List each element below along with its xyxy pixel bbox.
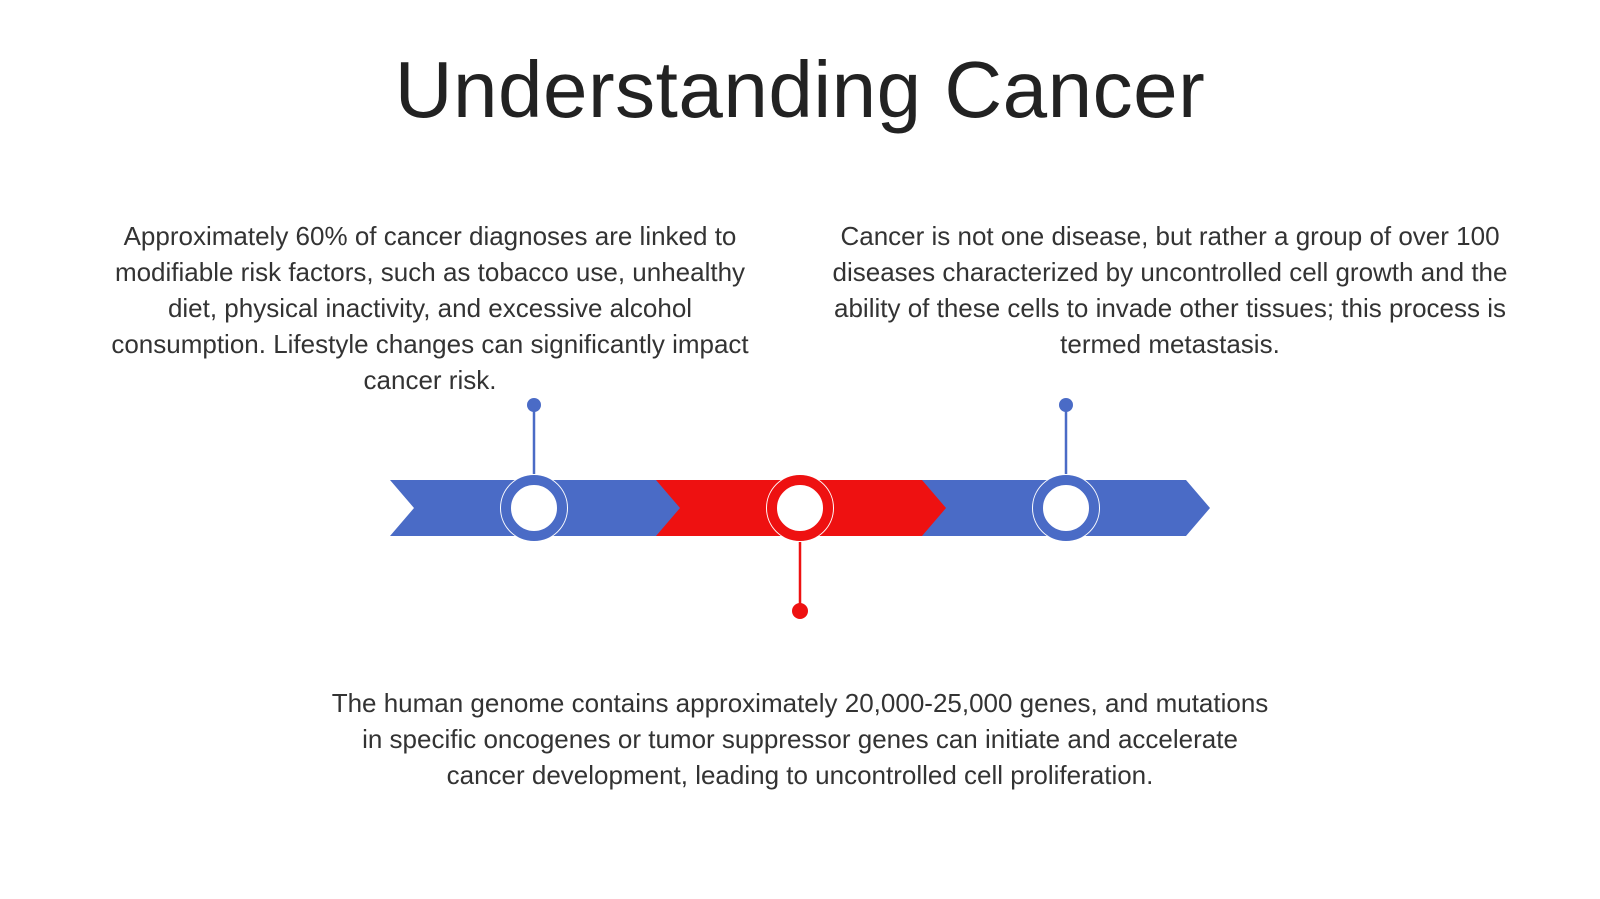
page-title: Understanding Cancer	[394, 45, 1206, 134]
text-block-definition: Cancer is not one disease, but rather a …	[832, 221, 1508, 359]
text-block-genome: The human genome contains approximately …	[331, 688, 1269, 790]
milestone-3-ring	[1033, 475, 1099, 541]
milestone-1	[500, 398, 568, 542]
milestone-1-dot	[527, 398, 541, 412]
milestone-3	[1032, 398, 1100, 542]
text-block-risk-factors: Approximately 60% of cancer diagnoses ar…	[111, 221, 749, 395]
milestone-2	[766, 474, 834, 619]
milestone-2-dot	[792, 603, 808, 619]
milestone-2-ring	[767, 475, 833, 541]
milestone-3-dot	[1059, 398, 1073, 412]
milestone-1-ring	[501, 475, 567, 541]
